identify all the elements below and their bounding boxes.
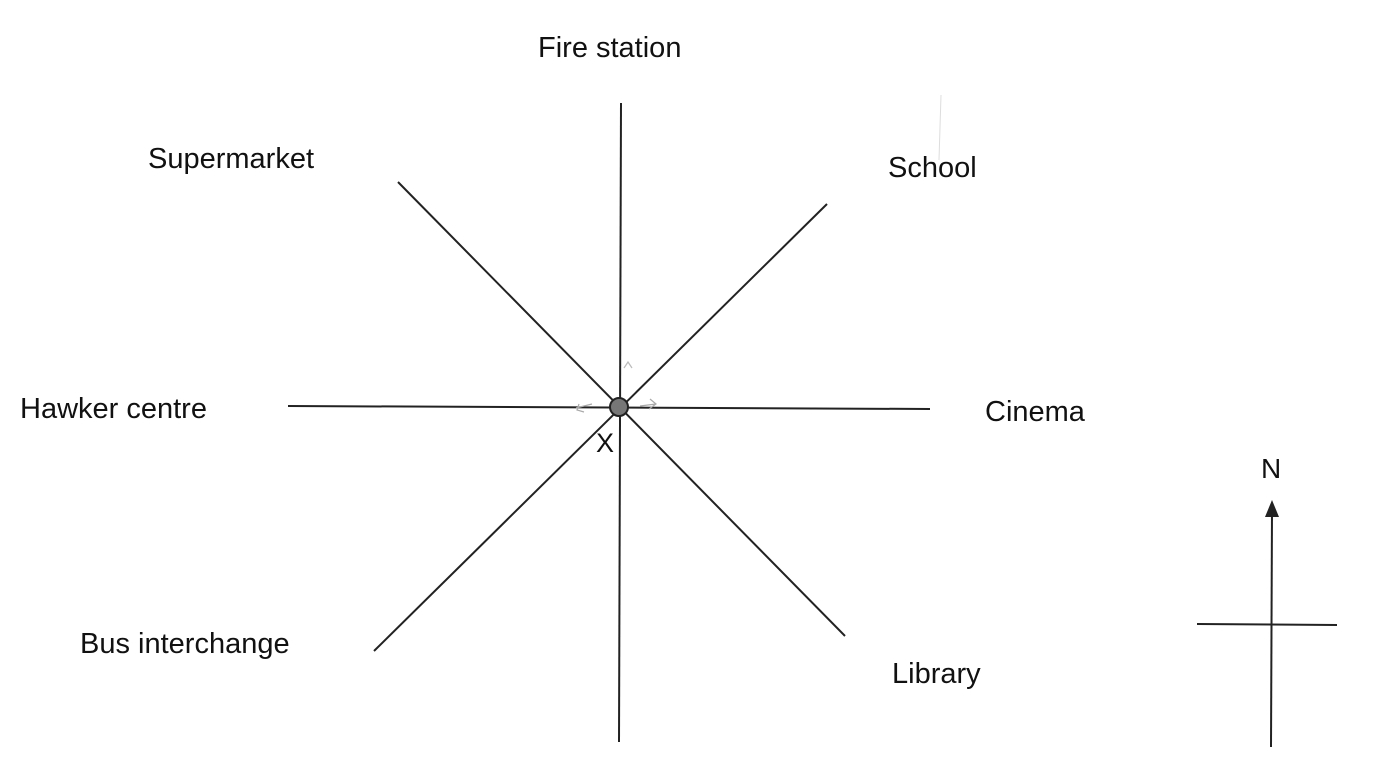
line-northeast-southwest (373, 203, 828, 652)
label-center-point-x: X (596, 428, 615, 458)
label-hawker-centre: Hawker centre (20, 393, 207, 425)
pencil-arrow-mark (623, 360, 633, 369)
label-fire-station: Fire station (538, 32, 682, 64)
compass-horizontal-line (1196, 623, 1338, 626)
center-point-dot (609, 397, 629, 417)
compass-arrowhead-icon (1265, 500, 1279, 517)
label-library: Library (892, 658, 981, 690)
label-school: School (888, 152, 977, 184)
faint-scan-mark (938, 94, 942, 161)
line-north-south (618, 102, 622, 743)
pencil-arrow-mark (575, 403, 593, 413)
label-cinema: Cinema (985, 396, 1085, 428)
label-bus-interchange: Bus interchange (80, 628, 290, 660)
label-compass-north: N (1261, 453, 1282, 484)
compass-vertical-line (1270, 509, 1273, 748)
line-west-east (287, 405, 931, 410)
label-supermarket: Supermarket (148, 143, 315, 175)
pencil-arrow-mark (639, 398, 657, 410)
